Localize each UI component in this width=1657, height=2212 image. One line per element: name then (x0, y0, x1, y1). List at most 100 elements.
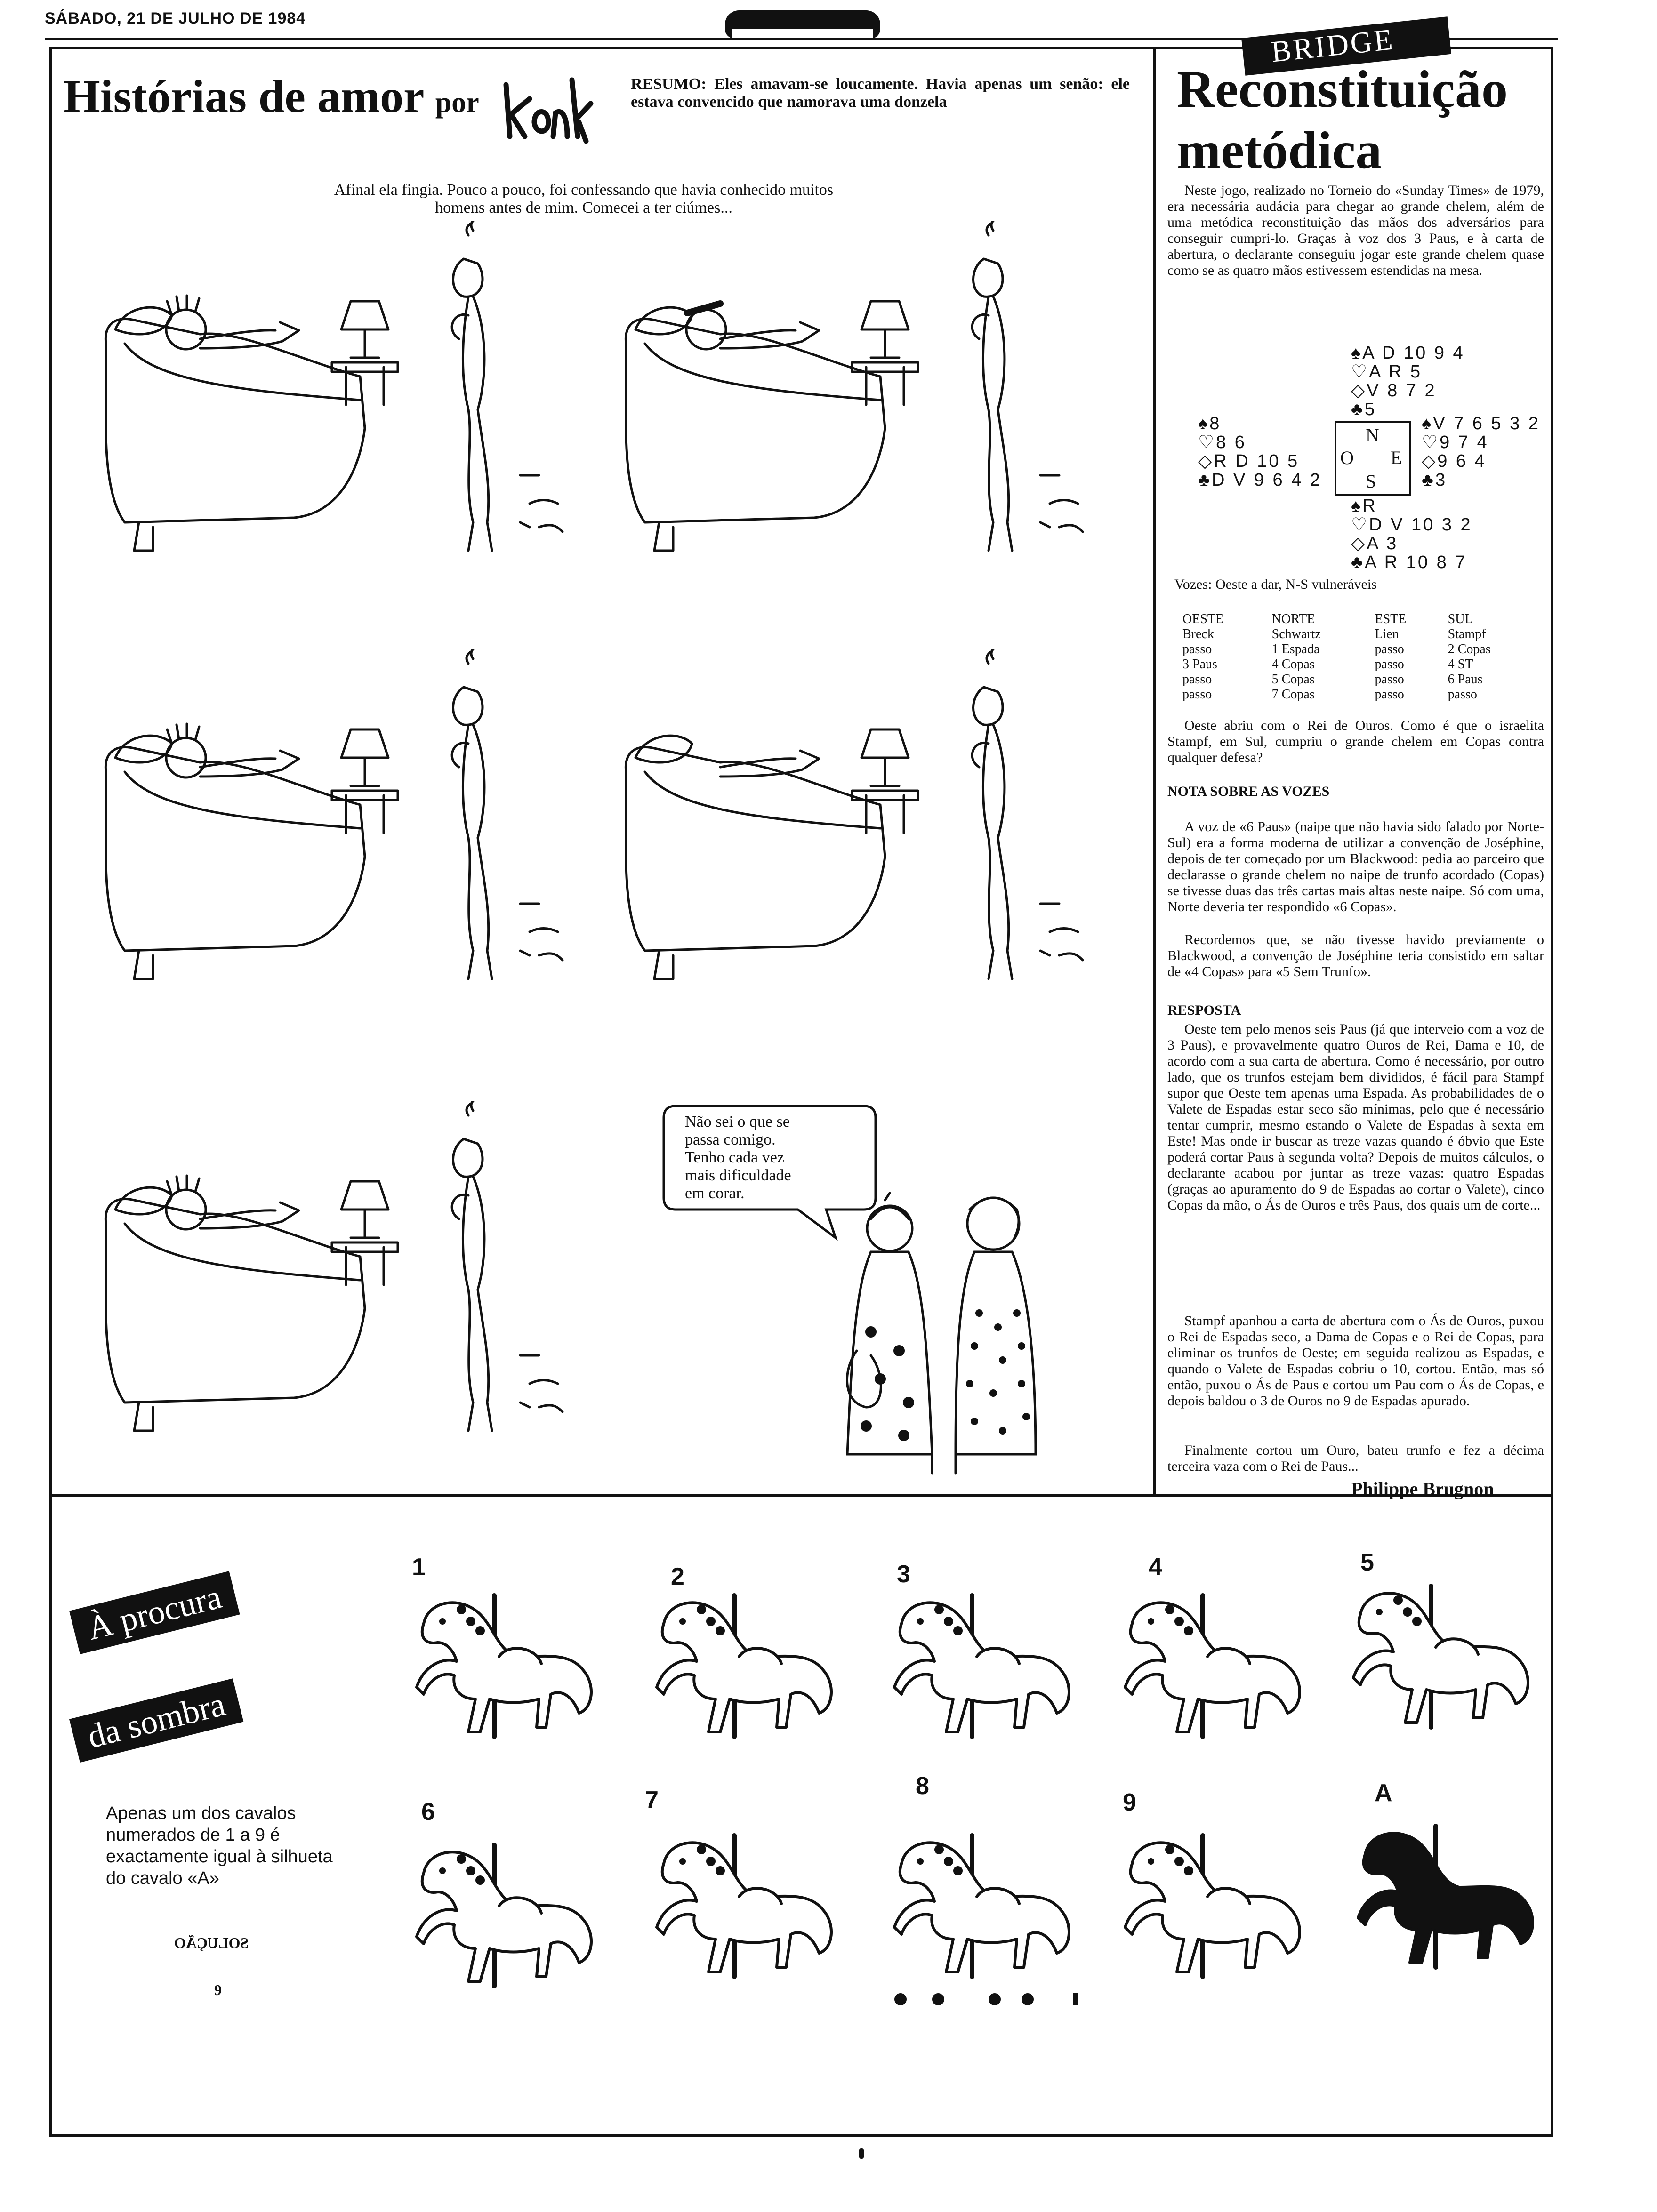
horse-label-4: 4 (1149, 1554, 1162, 1581)
compass-e: E (1391, 447, 1402, 468)
column-divider (1153, 47, 1156, 1497)
carousel-horse-6 (415, 1843, 593, 1988)
carousel-horse-8 (893, 1833, 1070, 1979)
horse-label-5: 5 (1360, 1549, 1374, 1576)
compass-s: S (1366, 471, 1376, 492)
hand-west: ♠8 ♡8 6 ◇R D 10 5 ♣D V 9 6 4 2 (1198, 414, 1322, 489)
comic-panel-5 (104, 1101, 564, 1432)
carousel-horse-4 (1124, 1593, 1301, 1739)
bid-cell: passo (1448, 687, 1477, 702)
spade-icon: ♠ (1351, 496, 1363, 516)
comic-panel-1 (104, 221, 564, 552)
bid-cell: Lien (1375, 627, 1399, 641)
answer-paragraph-2: Stampf apanhou a carta de abertura com o… (1167, 1313, 1544, 1409)
note-heading: NOTA SOBRE AS VOZES (1167, 784, 1330, 799)
bid-cell: 1 Espada (1271, 642, 1320, 657)
heart-icon: ♡ (1422, 433, 1440, 452)
bidding-row: passo 7 Copas passo passo (1177, 687, 1535, 702)
section-divider (49, 1494, 1553, 1497)
header-smudge-base (732, 29, 873, 39)
answer-heading: RESPOSTA (1167, 1002, 1241, 1018)
comic-panel-4 (624, 649, 1084, 980)
heart-icon: ♡ (1351, 362, 1369, 382)
bridge-title: Reconstituição metódica (1177, 59, 1508, 181)
bid-header: SUL (1448, 612, 1473, 626)
bid-cell: 6 Paus (1448, 672, 1483, 687)
bid-cell: passo (1375, 687, 1404, 702)
bid-cell: passo (1182, 672, 1212, 687)
puzzle-text: Apenas um dos cavalos numerados de 1 a 9… (106, 1803, 333, 1888)
two-women-illustration (846, 1192, 1037, 1475)
bottom-mark (859, 2148, 864, 2159)
bid-cell: 7 Copas (1271, 687, 1315, 702)
north-clubs: ♣5 (1351, 400, 1377, 419)
comic-panel-2 (624, 221, 1084, 552)
west-diamonds: ◇R D 10 5 (1198, 451, 1300, 471)
dots-row (890, 1993, 1087, 2007)
bid-cell: 3 Paus (1182, 657, 1217, 672)
horse-label-2: 2 (671, 1563, 684, 1590)
west-hearts: ♡8 6 (1198, 433, 1247, 452)
north-diamonds: ◇V 8 7 2 (1351, 381, 1437, 401)
compass-n: N (1366, 425, 1379, 446)
bid-cell: passo (1375, 657, 1404, 672)
east-clubs: ♣3 (1422, 470, 1448, 490)
comic-title: Histórias de amor por (64, 71, 479, 128)
diamond-icon: ◇ (1351, 534, 1367, 553)
compass-box: N O E S (1335, 421, 1411, 496)
summary-text: Eles amavam-se loucamente. Havia apenas … (631, 75, 1130, 111)
horse-label-a: A (1375, 1779, 1392, 1807)
bid-cell: Schwartz (1271, 627, 1321, 641)
bid-cell: 4 ST (1448, 657, 1473, 672)
horse-label-1: 1 (412, 1554, 426, 1581)
page-frame (49, 47, 1553, 2137)
puzzle-solution-mirror: SOLUÇÃO (174, 1934, 249, 1951)
bid-cell: passo (1182, 687, 1212, 702)
bidding-row: 3 Paus 4 Copas passo 4 ST (1177, 657, 1535, 672)
speech-text: Não sei o que se passa comigo. Tenho cad… (685, 1113, 791, 1202)
answer-paragraph-3: Finalmente cortou um Ouro, bateu trunfo … (1167, 1443, 1544, 1474)
north-spades: ♠A D 10 9 4 (1351, 343, 1465, 363)
bidding-header-row: OESTE NORTE ESTE SUL (1177, 612, 1535, 627)
club-icon: ♣ (1198, 470, 1212, 490)
carousel-horse-silhouette-a (1357, 1824, 1534, 1970)
horse-label-8: 8 (916, 1772, 929, 1800)
carousel-horse-9 (1124, 1833, 1301, 1979)
bridge-question: Oeste abriu com o Rei de Ouros. Como é q… (1167, 718, 1544, 765)
bid-cell: 2 Copas (1448, 642, 1491, 657)
bridge-intro: Neste jogo, realizado no Torneio do «Sun… (1167, 183, 1544, 278)
bid-cell: 5 Copas (1271, 672, 1315, 687)
spade-icon: ♠ (1351, 343, 1363, 363)
bid-cell: Stampf (1448, 627, 1486, 641)
south-clubs: ♣A R 10 8 7 (1351, 553, 1467, 572)
note-paragraph-2: Recordemos que, se não tivesse havido pr… (1167, 932, 1544, 979)
west-clubs: ♣D V 9 6 4 2 (1198, 470, 1322, 490)
diamond-icon: ◇ (1351, 381, 1367, 401)
bid-cell: Breck (1182, 627, 1214, 641)
south-spades: ♠R (1351, 496, 1377, 516)
artist-signature (503, 77, 594, 144)
bridge-author: Philippe Brugnon (1351, 1478, 1494, 1499)
bid-header: ESTE (1375, 612, 1407, 626)
heart-icon: ♡ (1351, 515, 1369, 535)
bid-cell: 4 Copas (1271, 657, 1315, 672)
comic-caption: Afinal ela fingia. Pouco a pouco, foi co… (334, 181, 834, 216)
comic-title-text: Histórias de amor (64, 70, 424, 122)
comic-panel-3 (104, 649, 564, 980)
horse-label-7: 7 (645, 1787, 659, 1814)
date-line: SÁBADO, 21 DE JULHO DE 1984 (45, 9, 306, 27)
bridge-title-line2: metódica (1177, 121, 1382, 180)
hand-north: ♠A D 10 9 4 ♡A R 5 ◇V 8 7 2 ♣5 (1351, 344, 1465, 419)
horse-label-3: 3 (897, 1561, 910, 1588)
heart-icon: ♡ (1198, 433, 1216, 452)
south-diamonds: ◇A 3 (1351, 534, 1399, 553)
speech-bubble (662, 1105, 877, 1241)
header-rule (45, 38, 1558, 40)
note-paragraph-1: A voz de «6 Paus» (naipe que não havia s… (1167, 819, 1544, 914)
east-diamonds: ◇9 6 4 (1422, 451, 1487, 471)
answer-paragraph-1: Oeste tem pelo menos seis Paus (já que i… (1167, 1021, 1544, 1213)
diamond-icon: ◇ (1422, 451, 1438, 471)
bridge-vulnerability: Vozes: Oeste a dar, N-S vulneráveis (1174, 577, 1377, 592)
